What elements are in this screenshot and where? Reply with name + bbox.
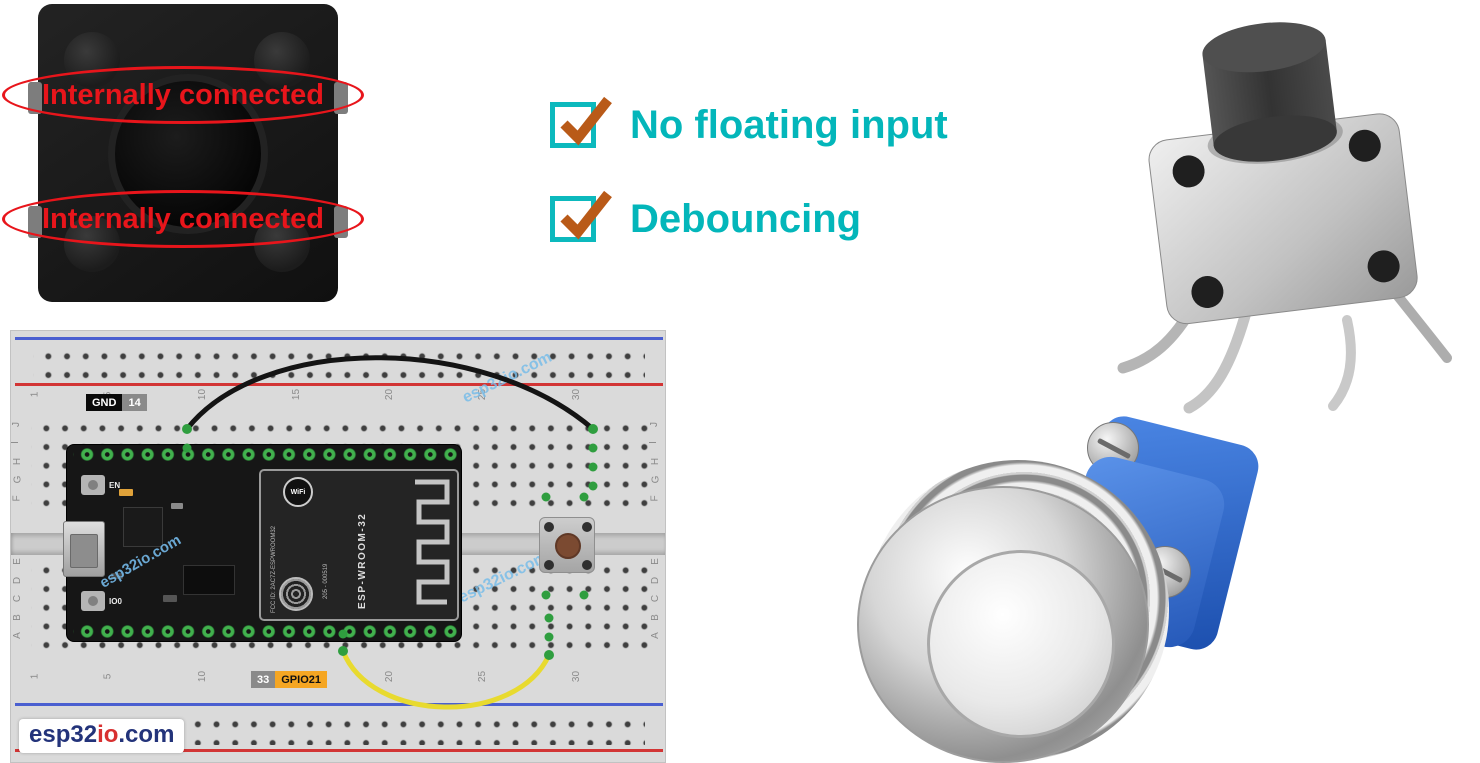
grid-label: C: [12, 594, 24, 603]
power-rail-blue-top: [15, 337, 663, 340]
grid-label: B: [649, 614, 661, 621]
grid-label: E: [11, 558, 23, 565]
en-button-label: EN: [109, 481, 121, 490]
metal-push-button-photo: [845, 411, 1275, 763]
wifi-logo-text: WiFi: [290, 488, 306, 496]
grid-label: H: [650, 457, 662, 466]
grid-label: F: [649, 495, 661, 502]
grid-label: I: [10, 441, 21, 444]
esp32-header-pins-bottom: [73, 625, 457, 638]
grid-label: G: [12, 475, 24, 484]
esp-wroom-32-module: FCC ID: 2AC7Z-ESPWROOM32 205 - 000519 ES…: [259, 469, 459, 621]
power-rail-red-bottom: [15, 749, 663, 752]
espressif-logo: [279, 577, 313, 611]
wifi-logo: WiFi: [283, 477, 313, 507]
grid-label: D: [12, 576, 24, 585]
push-button-top-view: [28, 4, 348, 302]
grid-label: 1: [29, 673, 41, 680]
grid-label: 5: [102, 673, 114, 680]
gnd-pin-number: 14: [122, 394, 147, 411]
annotation-text-bottom: Internally connected: [41, 202, 324, 235]
grid-label: 10: [197, 670, 209, 683]
annotation-ellipse-bottom: Internally connected: [2, 190, 364, 248]
passive-component: [111, 573, 123, 579]
gpio-label: GPIO21: [275, 671, 327, 688]
checkmark-icon: [560, 96, 612, 146]
gnd-label: GND: [86, 394, 123, 411]
passive-component: [119, 489, 133, 496]
grid-label: 25: [477, 670, 489, 683]
grid-label: A: [649, 632, 661, 639]
column-numbers-bottom: 151015202530: [11, 669, 665, 691]
grid-label: J: [11, 422, 22, 427]
grid-label: 20: [384, 388, 396, 401]
grid-label: 10: [197, 388, 209, 401]
power-rail-blue-bottom: [15, 703, 663, 706]
grid-label: 30: [571, 670, 583, 683]
gpio-pin-label: 33 GPIO21: [251, 671, 327, 688]
grid-label: I: [647, 441, 659, 444]
gpio-pin-number: 33: [251, 671, 276, 688]
breadboard-push-button: [539, 517, 595, 573]
annotation-text-top: Internally connected: [41, 78, 324, 111]
logo-part-io: io: [97, 721, 119, 748]
grid-label: B: [11, 614, 23, 621]
pcb-antenna: [415, 479, 450, 605]
grid-label: E: [649, 558, 661, 565]
grid-label: D: [650, 576, 662, 585]
boot-button-label: IO0: [109, 597, 122, 606]
breadboard-button-cap: [555, 533, 581, 559]
grid-label: A: [11, 632, 23, 639]
tactile-button-photo: [1095, 8, 1480, 423]
checklist-label: No floating input: [630, 102, 948, 147]
grid-label: 30: [571, 388, 583, 401]
gnd-pin-label: GND 14: [86, 394, 147, 411]
usb-connector: [63, 521, 105, 577]
checkbox-checked-icon: [550, 190, 612, 242]
grid-label: G: [650, 475, 662, 484]
tactile-button-drawing: [1117, 22, 1452, 414]
serial-text: 205 - 000519: [323, 563, 329, 599]
button-cap-top: [1202, 22, 1326, 73]
passive-component: [171, 503, 183, 509]
usb-uart-chip: [123, 507, 163, 547]
fcc-id-text: FCC ID: 2AC7Z-ESPWROOM32: [271, 525, 277, 613]
annotation-ellipse-top: Internally connected: [2, 66, 364, 124]
regulator-chip: [183, 565, 235, 595]
checklist-item-no-floating-input: No floating input: [550, 96, 948, 154]
grid-label: H: [12, 457, 24, 466]
esp32io-logo: esp32io.com: [19, 719, 185, 753]
metal-button-cap: [927, 550, 1115, 738]
power-rail-red-top: [15, 383, 663, 386]
checklist-label: Debouncing: [630, 196, 862, 241]
logo-part-dotcom: .com: [118, 721, 175, 748]
grid-label: C: [650, 594, 662, 603]
button-body-group: [1148, 22, 1418, 325]
en-button: [81, 475, 105, 495]
grid-label: 20: [384, 670, 396, 683]
checkbox-checked-icon: [550, 96, 612, 148]
grid-label: 15: [291, 388, 303, 401]
esp32-dev-board: EN IO0 esp32io.com FCC ID: 2AC7Z-ESPWROO…: [63, 444, 462, 642]
grid-label: 1: [29, 391, 41, 398]
boot-button: [81, 591, 105, 611]
grid-label: F: [11, 495, 23, 502]
grid-label: J: [649, 422, 660, 427]
passive-component: [163, 595, 177, 602]
checklist-item-debouncing: Debouncing: [550, 190, 861, 248]
checkmark-icon: [560, 190, 612, 240]
logo-part-esp32: esp32: [29, 721, 98, 748]
esp32-header-pins-top: [73, 448, 457, 461]
module-name-text: ESP-WROOM-32: [357, 512, 368, 609]
